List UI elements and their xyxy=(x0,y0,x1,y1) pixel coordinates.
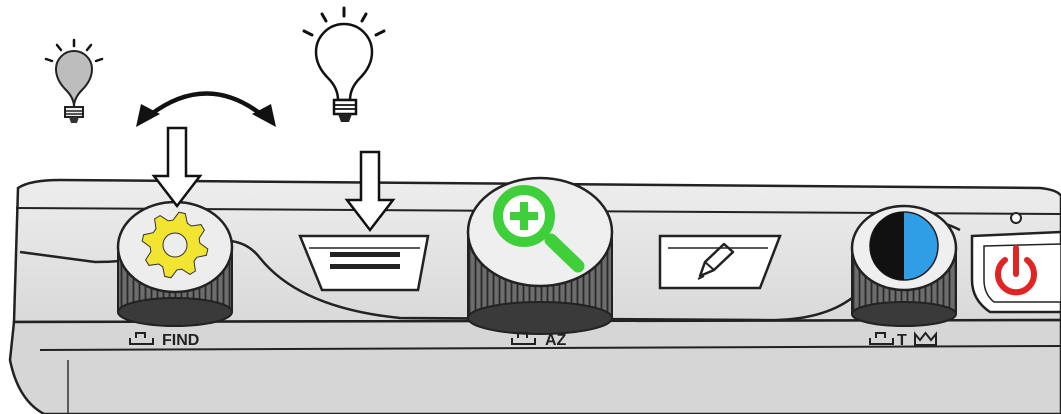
edit-button[interactable] xyxy=(658,234,782,290)
lightbulb-off-icon xyxy=(44,38,104,123)
t-label: T xyxy=(897,332,907,349)
crown-icon xyxy=(914,331,937,346)
power-icon xyxy=(995,245,1037,296)
zoom-in-icon xyxy=(493,185,585,273)
zoom-knob[interactable] xyxy=(466,176,614,335)
pencil-icon xyxy=(697,242,735,280)
find-label: FIND xyxy=(162,332,199,349)
gear-icon xyxy=(141,211,209,279)
contrast-knob[interactable] xyxy=(850,204,958,327)
t-tray-icon xyxy=(869,332,894,345)
menu-button[interactable] xyxy=(298,234,430,292)
power-button[interactable] xyxy=(970,230,1061,314)
press-arrow-menu xyxy=(344,150,396,233)
lightbulb-on-icon xyxy=(302,6,386,122)
toggle-double-arrow xyxy=(136,91,276,127)
contrast-icon xyxy=(869,211,939,281)
az-tray-icon xyxy=(511,332,536,345)
find-tray-icon xyxy=(129,332,154,345)
press-arrow-settings xyxy=(151,126,203,209)
az-label: AZ xyxy=(545,332,567,349)
power-indicator-led xyxy=(1010,212,1022,224)
menu-lines-icon xyxy=(330,252,400,269)
settings-knob[interactable] xyxy=(116,200,234,327)
